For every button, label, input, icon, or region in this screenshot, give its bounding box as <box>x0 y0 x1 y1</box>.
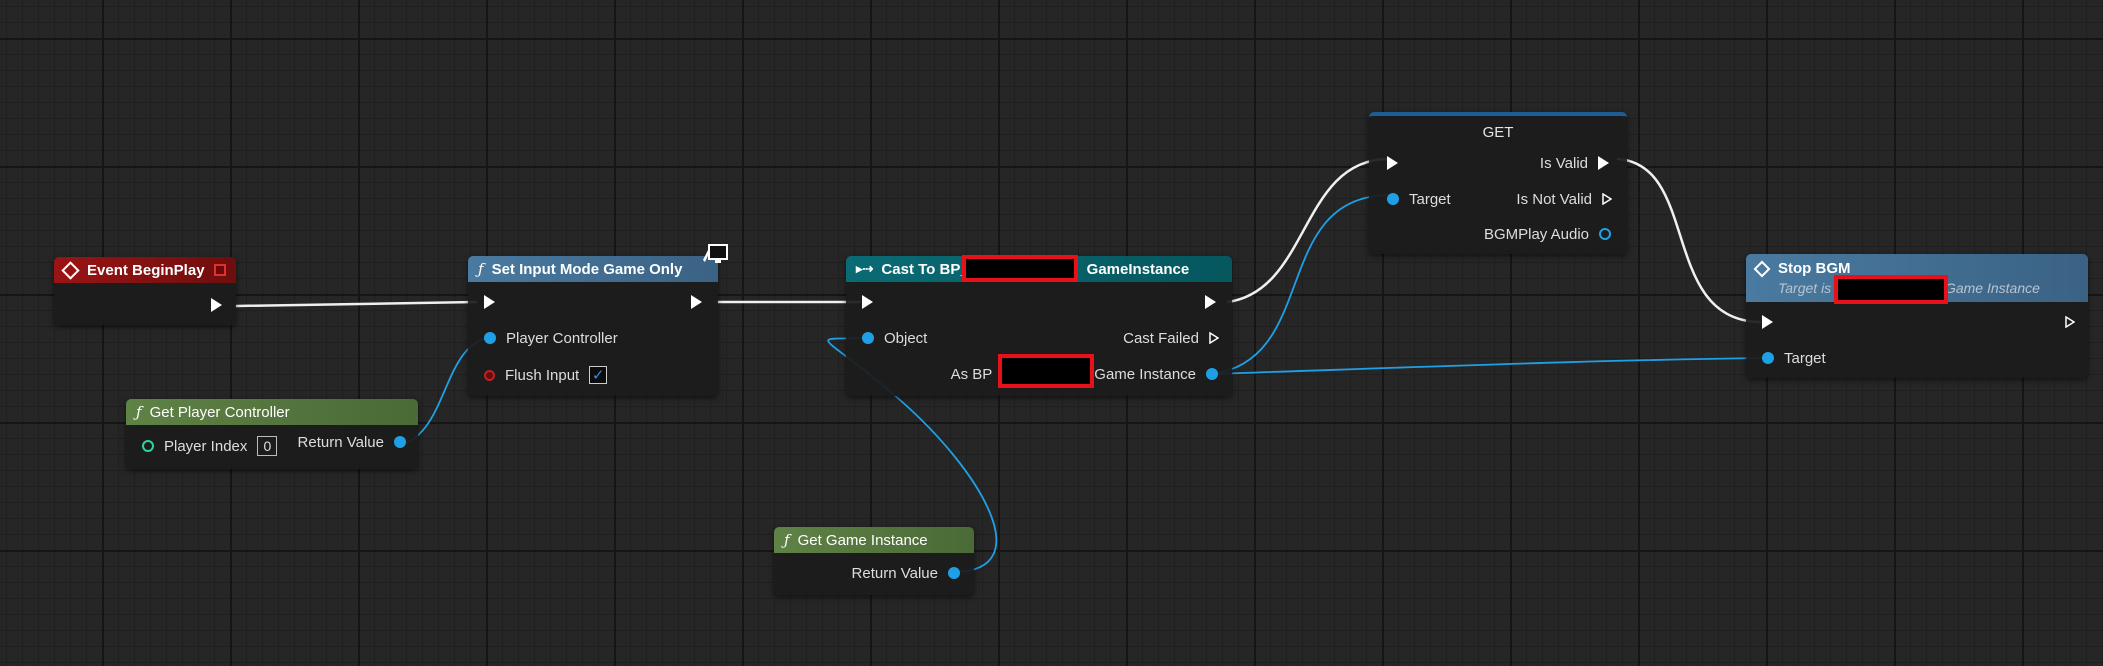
get-target-pin[interactable]: Target <box>1387 188 1451 210</box>
redacted-as-name <box>998 354 1094 388</box>
exec-in-arrow-icon <box>1762 315 1773 329</box>
object-pin[interactable]: Object <box>862 327 927 349</box>
get-player-controller-title: Get Player Controller <box>149 403 290 421</box>
controller-return-pin[interactable]: Return Value <box>298 431 406 453</box>
exec-hollow-arrow-icon <box>1209 332 1219 344</box>
stop-bgm-target-pin[interactable]: Target <box>1762 347 1826 369</box>
as-suffix-label: Game Instance <box>1094 365 1196 383</box>
exec-in-arrow-icon <box>484 295 495 309</box>
game-instance-return-pin[interactable]: Return Value <box>852 562 960 584</box>
exec-wire-cast-get <box>1226 157 1390 304</box>
object-pin-icon <box>394 436 406 448</box>
exec-wire-beginplay-setinput <box>234 300 478 308</box>
flush-input-label: Flush Input <box>505 366 580 384</box>
flush-input-checkbox[interactable]: ✓ <box>589 366 608 384</box>
int-pin-icon <box>142 440 154 452</box>
object-pin-icon <box>484 332 496 344</box>
player-index-input[interactable]: 0 <box>257 436 278 456</box>
stop-bgm-exec-out[interactable] <box>2065 311 2075 333</box>
exec-in-arrow-icon <box>862 295 873 309</box>
event-beginplay-node[interactable]: Event BeginPlay <box>54 257 236 325</box>
event-diamond-icon <box>1753 260 1771 277</box>
monitor-icon <box>700 242 730 268</box>
event-diamond-icon <box>61 260 80 280</box>
function-icon: ƒ <box>478 260 484 278</box>
stop-bgm-node[interactable]: Stop BGM Target is Game Instance Target <box>1746 254 2088 378</box>
exec-wire-get-stopbgm <box>1616 157 1762 324</box>
object-pin-icon <box>948 567 960 579</box>
function-icon: ƒ <box>784 531 790 549</box>
is-not-valid-label: Is Not Valid <box>1516 190 1592 208</box>
stop-bgm-subtitle-prefix: Target is <box>1778 280 1832 296</box>
return-value-label: Return Value <box>297 433 384 451</box>
get-exec-in[interactable] <box>1387 152 1398 174</box>
player-controller-pin[interactable]: Player Controller <box>484 327 618 349</box>
object-pin-icon <box>862 332 874 344</box>
is-valid-pin[interactable]: Is Valid <box>1540 152 1609 174</box>
redacted-target-name <box>1834 275 1948 304</box>
exec-out-arrow-icon <box>1598 156 1609 170</box>
cast-title-suffix: GameInstance <box>1086 260 1190 278</box>
cast-exec-in[interactable] <box>862 291 873 313</box>
object-pin-icon <box>1206 368 1218 380</box>
cast-exec-out[interactable] <box>1205 291 1216 313</box>
event-beginplay-title: Event BeginPlay <box>87 261 205 279</box>
player-index-pin[interactable]: Player Index 0 <box>142 435 278 457</box>
bgm-play-audio-label: BGMPlay Audio <box>1483 225 1589 243</box>
object-wire-cast-stopbgm-target <box>1211 357 1767 375</box>
function-icon: ƒ <box>136 403 142 421</box>
exec-in-arrow-icon <box>1387 156 1398 170</box>
cast-failed-label: Cast Failed <box>1123 329 1199 347</box>
stop-bgm-exec-in[interactable] <box>1762 311 1773 333</box>
exec-out-arrow-icon <box>1205 295 1216 309</box>
exec-out-arrow-icon <box>211 298 222 312</box>
exec-hollow-arrow-icon <box>1602 193 1612 205</box>
set-input-exec-in[interactable] <box>484 291 495 313</box>
set-input-exec-out[interactable] <box>691 291 702 313</box>
validated-get-node[interactable]: GET Target Is Valid Is Not Valid BGMPlay… <box>1369 112 1627 254</box>
object-pin-icon <box>1762 352 1774 364</box>
get-title: GET <box>1482 124 1514 141</box>
get-game-instance-title: Get Game Instance <box>797 531 928 549</box>
is-valid-label: Is Valid <box>1539 154 1588 172</box>
as-game-instance-pin[interactable]: As BP Game Instance <box>951 363 1218 385</box>
event-beginplay-header: Event BeginPlay <box>54 257 236 283</box>
get-player-controller-header: ƒ Get Player Controller <box>126 399 418 425</box>
get-player-controller-node[interactable]: ƒ Get Player Controller Player Index 0 R… <box>126 399 418 469</box>
set-input-mode-title: Set Input Mode Game Only <box>491 260 683 278</box>
event-delegate-pin[interactable] <box>214 264 226 276</box>
stop-bgm-subtitle-suffix: Game Instance <box>1944 280 2040 296</box>
object-pin-icon <box>1387 193 1399 205</box>
set-input-mode-node[interactable]: ƒ Set Input Mode Game Only Player Contro… <box>468 256 718 396</box>
return-value-label: Return Value <box>851 564 938 582</box>
redacted-class-name <box>962 255 1078 282</box>
bool-pin-icon <box>484 369 495 381</box>
stop-bgm-target-label: Target <box>1784 349 1826 367</box>
flush-input-pin[interactable]: Flush Input ✓ <box>484 364 608 386</box>
beginplay-exec-out[interactable] <box>211 294 222 316</box>
as-prefix-label: As BP <box>950 365 993 383</box>
cast-icon: ▸⇢ <box>856 261 874 276</box>
stop-bgm-title: Stop BGM <box>1778 260 1851 277</box>
player-controller-label: Player Controller <box>506 329 618 347</box>
is-not-valid-pin[interactable]: Is Not Valid <box>1516 188 1612 210</box>
object-wire-cast-get-target <box>1211 194 1391 375</box>
exec-out-arrow-icon <box>691 295 702 309</box>
cast-failed-pin[interactable]: Cast Failed <box>1123 327 1219 349</box>
bgm-play-audio-pin[interactable]: BGMPlay Audio <box>1484 223 1611 245</box>
object-ring-pin-icon <box>1599 228 1611 240</box>
get-game-instance-node[interactable]: ƒ Get Game Instance Return Value <box>774 527 974 595</box>
set-input-mode-header: ƒ Set Input Mode Game Only <box>468 256 718 282</box>
get-game-instance-header: ƒ Get Game Instance <box>774 527 974 553</box>
object-label: Object <box>884 329 928 347</box>
exec-hollow-arrow-icon <box>2065 316 2075 328</box>
get-target-label: Target <box>1409 190 1451 208</box>
cast-title-prefix: Cast To BP_ <box>881 260 969 278</box>
player-index-label: Player Index <box>164 437 248 455</box>
